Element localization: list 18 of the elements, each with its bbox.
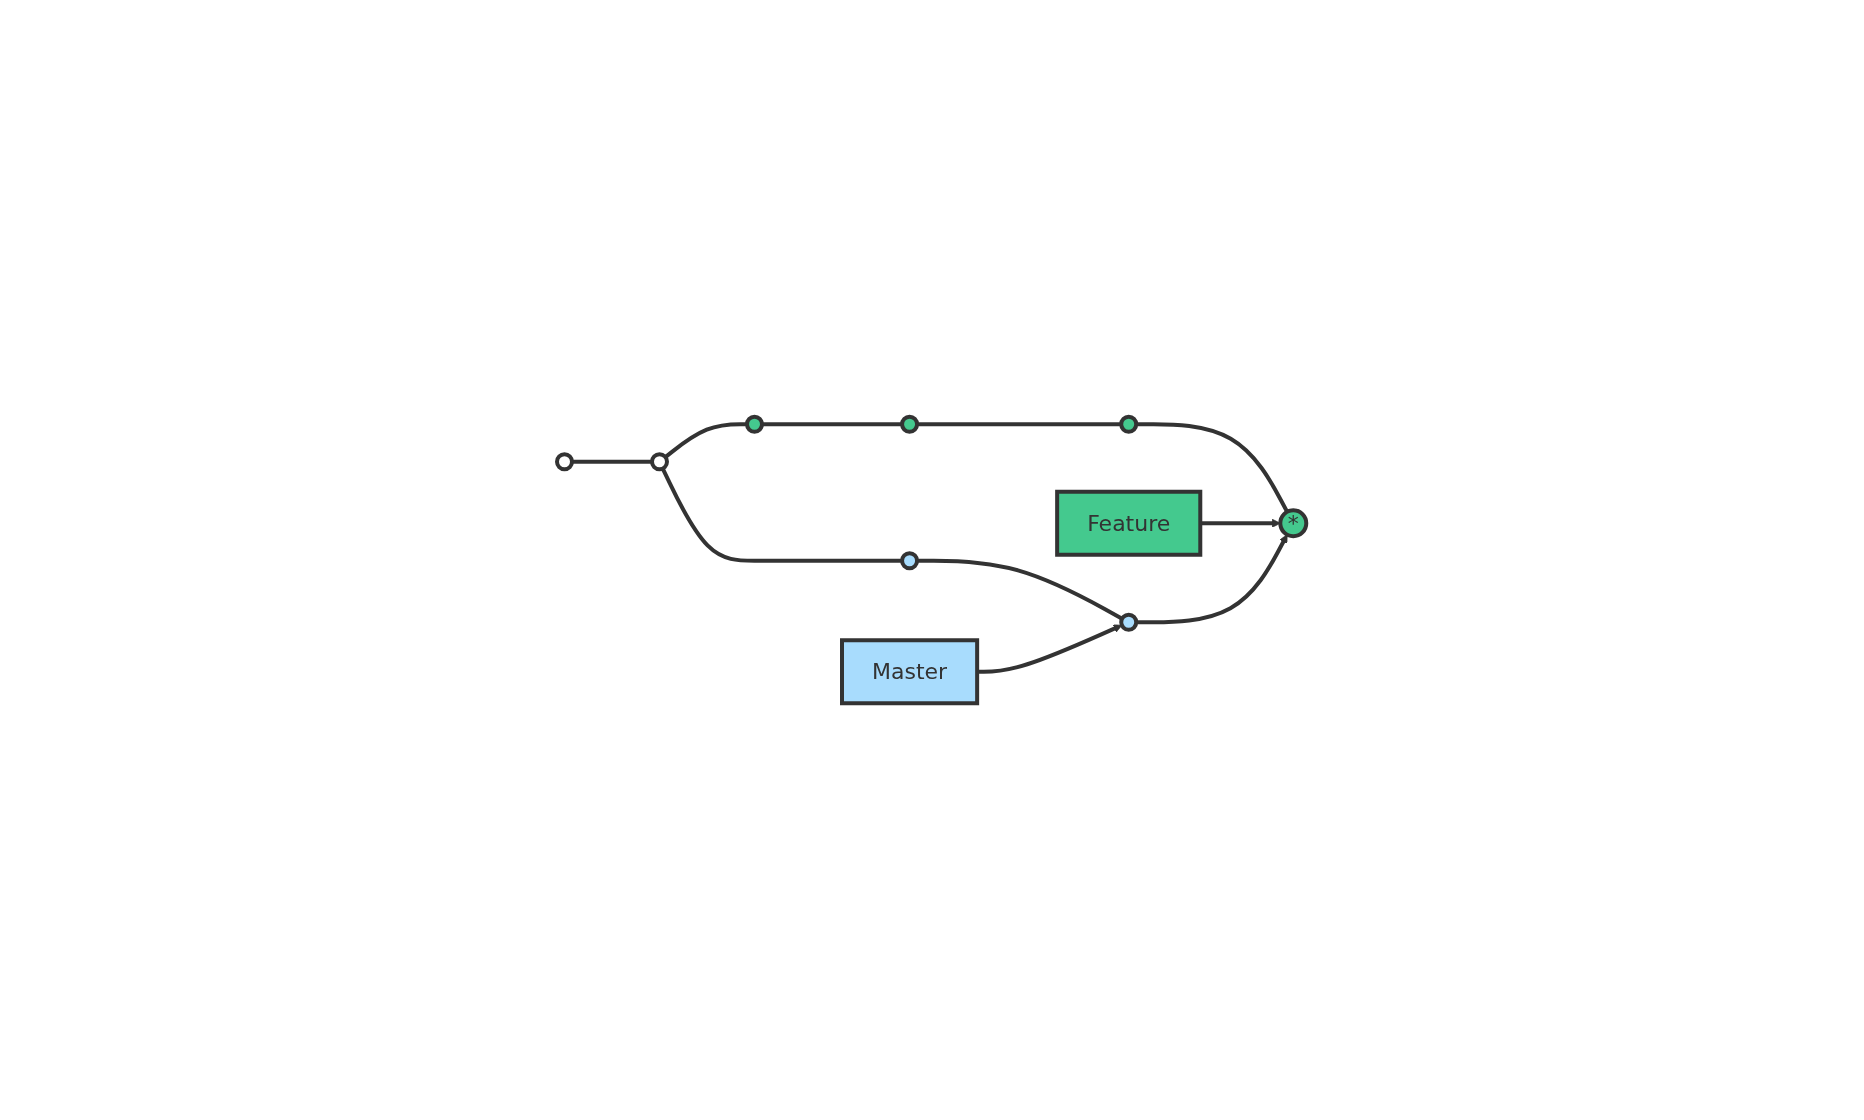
connector: [664, 422, 748, 459]
node-circle: [1119, 612, 1139, 632]
node-circle: [650, 452, 670, 472]
node-circle: [1119, 414, 1139, 434]
connector: [917, 558, 1124, 621]
connector: [572, 459, 653, 464]
connector: [661, 467, 903, 563]
node-circle: [555, 452, 575, 472]
node-box: Feature: [1055, 489, 1203, 557]
connector: [917, 422, 1122, 427]
node-circle: [900, 551, 920, 571]
node-box: Master: [840, 638, 980, 706]
arrow: [1136, 534, 1288, 625]
node-circle: [900, 414, 920, 434]
node-circle: [745, 414, 765, 434]
connector: [762, 422, 903, 427]
connector: [1136, 422, 1290, 513]
node-circle: *: [1278, 508, 1309, 539]
